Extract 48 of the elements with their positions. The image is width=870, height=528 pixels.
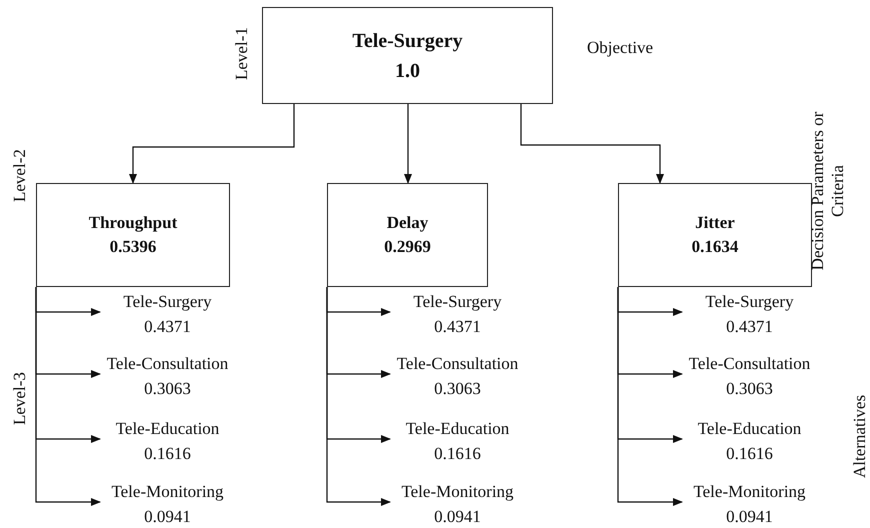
alternative-text: 0.0941	[726, 506, 773, 528]
level-label: Level-3	[10, 372, 30, 425]
alternative-text: Tele-Surgery	[413, 291, 502, 313]
alternative-text: Tele-Surgery	[705, 291, 794, 313]
alternative-text: 0.4371	[434, 316, 481, 338]
node-text: 1.0	[395, 58, 420, 84]
arrow	[404, 104, 412, 184]
node-text: 0.5396	[110, 236, 156, 258]
alternative-text: 0.1616	[726, 443, 773, 465]
criterion-box	[618, 183, 812, 287]
node-text: Delay	[386, 212, 428, 234]
alternative-text: Tele-Education	[116, 418, 220, 440]
alternative-text: Tele-Consultation	[106, 353, 228, 375]
arrow	[129, 104, 295, 184]
arrow	[617, 287, 683, 506]
node-text: 0.1634	[692, 236, 738, 258]
alternative-text: Tele-Surgery	[123, 291, 212, 313]
alternative-text: Tele-Consultation	[396, 353, 518, 375]
arrow	[326, 287, 391, 506]
alternative-text: 0.1616	[144, 443, 191, 465]
node-text: Tele-Surgery	[352, 28, 463, 54]
alternative-text: 0.0941	[434, 506, 481, 528]
role-label: Alternatives	[850, 394, 870, 478]
alternative-text: Tele-Monitoring	[401, 481, 514, 503]
alternative-text: 0.3063	[726, 378, 773, 400]
alternative-text: 0.1616	[434, 443, 481, 465]
alternative-text: Tele-Consultation	[688, 353, 810, 375]
alternative-text: 0.3063	[144, 378, 191, 400]
alternative-text: Tele-Education	[406, 418, 510, 440]
alternative-text: Tele-Monitoring	[111, 481, 224, 503]
node-text: Jitter	[695, 212, 735, 234]
node-text: 0.2969	[384, 236, 431, 258]
level-label: Level-2	[10, 149, 30, 202]
criterion-box	[36, 183, 230, 287]
alternative-text: Tele-Education	[698, 418, 802, 440]
alternative-text: 0.4371	[726, 316, 773, 338]
objective-box	[262, 7, 553, 104]
alternative-text: 0.4371	[144, 316, 191, 338]
role-label: Decision Parameters or Criteria	[808, 110, 848, 272]
alternative-text: 0.0941	[144, 506, 191, 528]
level-label: Level-1	[232, 27, 252, 80]
criterion-box	[327, 183, 488, 287]
alternative-text: 0.3063	[434, 378, 481, 400]
node-text: Throughput	[88, 212, 178, 234]
alternative-text: Tele-Monitoring	[693, 481, 806, 503]
arrow	[35, 287, 101, 506]
arrow	[520, 104, 664, 184]
role-label: Objective	[587, 38, 654, 58]
